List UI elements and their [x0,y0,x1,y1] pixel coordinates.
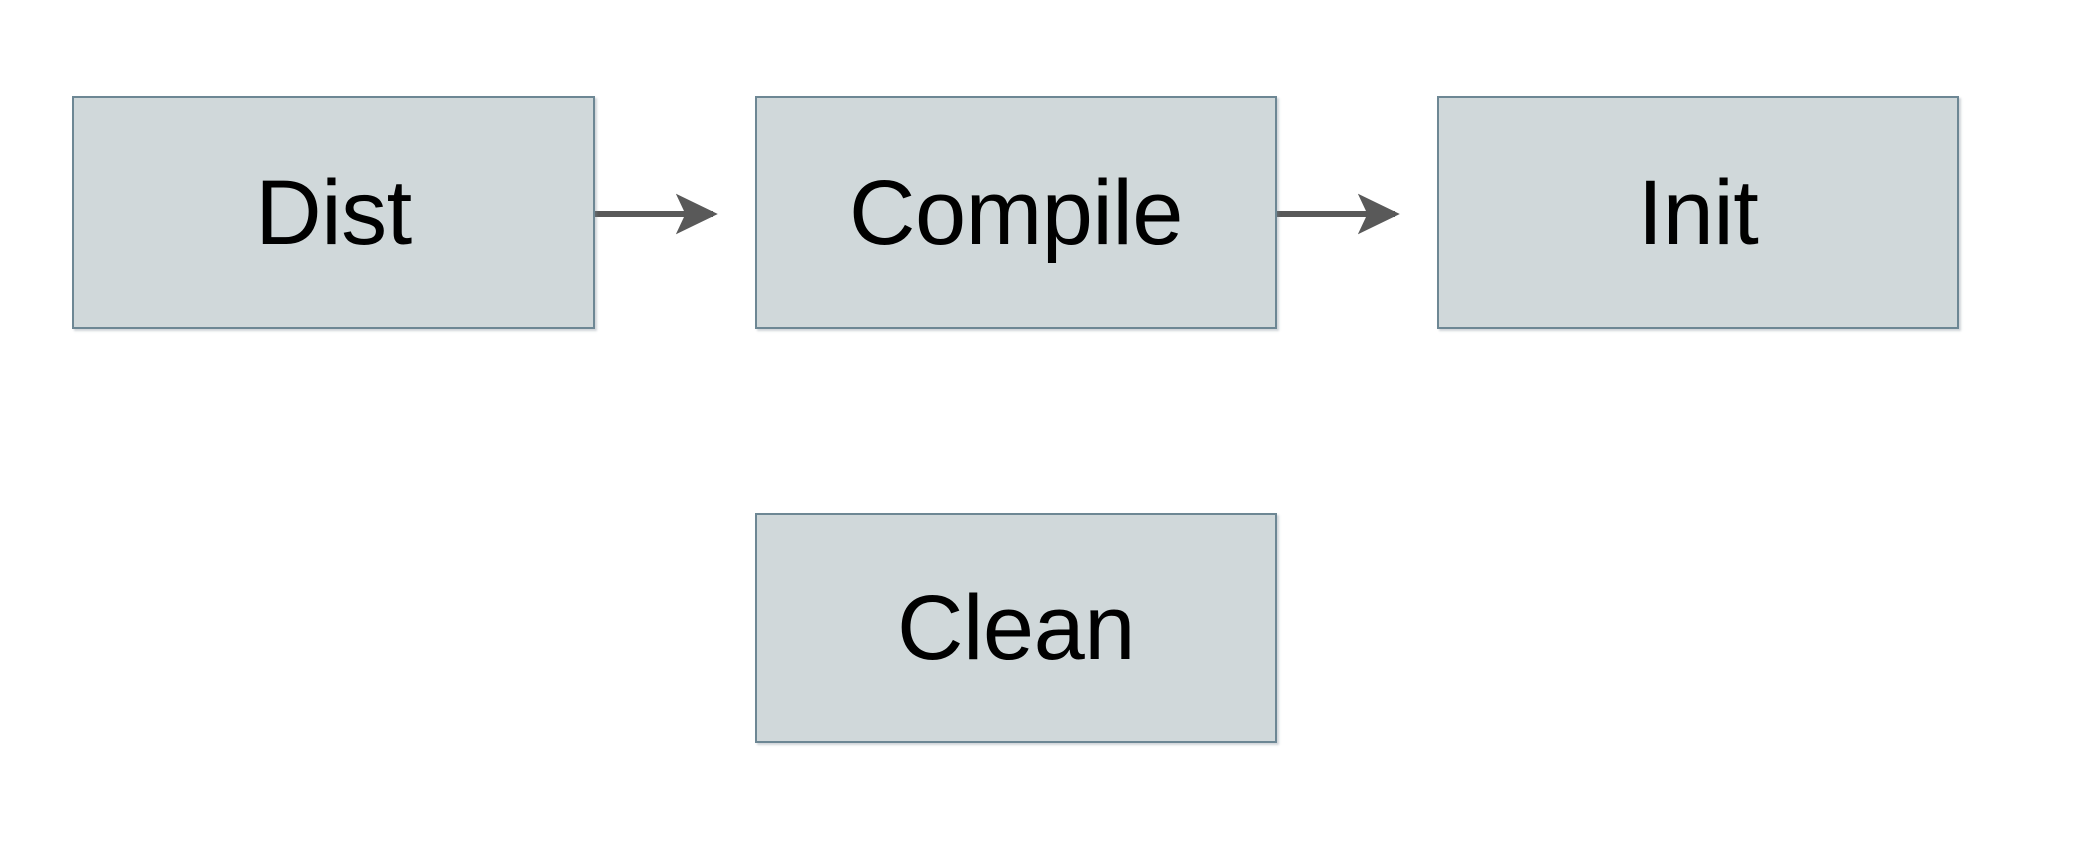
node-clean-label: Clean [897,577,1135,679]
node-compile[interactable]: Compile [755,96,1277,329]
node-compile-label: Compile [849,161,1183,264]
node-clean[interactable]: Clean [755,513,1277,743]
node-dist-label: Dist [255,161,412,264]
node-init-label: Init [1637,161,1759,264]
edge-dist-to-compile[interactable] [595,184,755,244]
node-init[interactable]: Init [1437,96,1959,329]
node-dist[interactable]: Dist [72,96,595,329]
edge-compile-to-init[interactable] [1277,184,1437,244]
